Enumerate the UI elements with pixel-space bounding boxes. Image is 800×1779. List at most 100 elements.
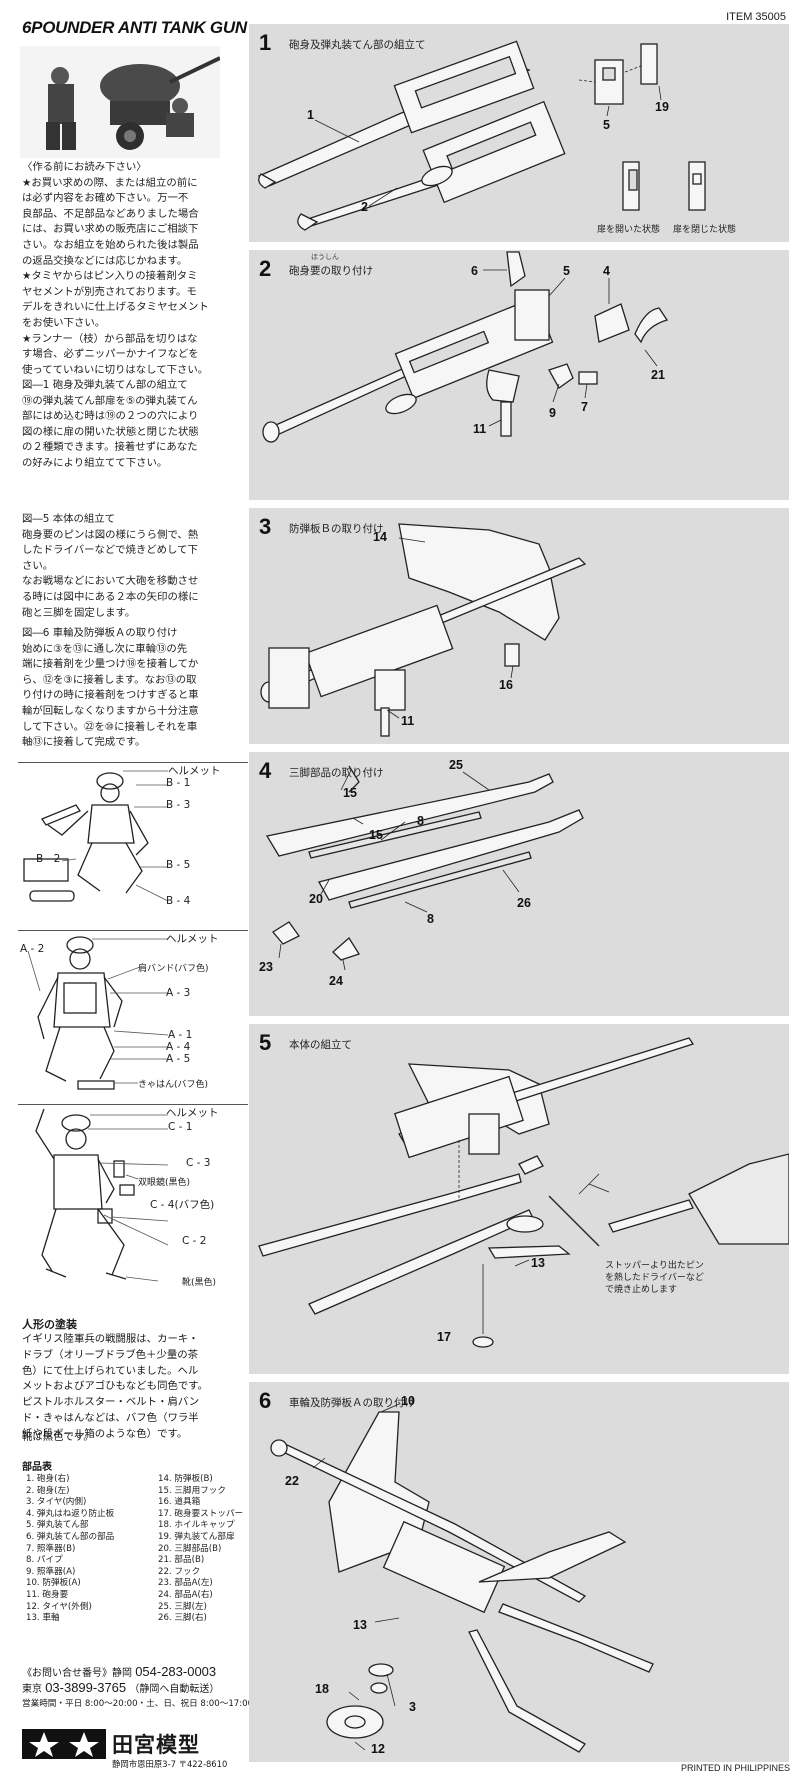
- part-label: 17: [437, 1330, 451, 1344]
- ruby-reading: ほうしん: [311, 253, 339, 261]
- part-label: 18: [315, 1682, 329, 1696]
- label-a4: A - 4: [166, 1041, 191, 1053]
- step-4-panel: 4 三脚部品の取り付け 25 15 8 15 20 26 8 23 24: [249, 752, 789, 1016]
- part-label: 25: [449, 758, 463, 772]
- list-item: 15. 三脚用フック: [158, 1485, 226, 1496]
- label-shoulder-band: 肩バンド(バフ色): [138, 964, 209, 974]
- part-label: 7: [581, 400, 588, 414]
- step-title: 防弾板Ｂの取り付け: [289, 523, 384, 535]
- part-label: 8: [417, 814, 424, 828]
- figure-b-diagram: ヘルメット B - 1 B - 3 B - 2 B - 5 B - 4: [18, 762, 248, 928]
- list-item: 22. フック: [158, 1566, 201, 1577]
- label-b2: B - 2: [36, 853, 61, 865]
- label-b3: B - 3: [166, 799, 191, 811]
- list-item: 21. 部品(B): [158, 1555, 205, 1566]
- list-item: 1. 砲身(右): [26, 1474, 70, 1484]
- part-label: 9: [549, 406, 556, 420]
- part-label: 13: [353, 1618, 367, 1632]
- label-a5: A - 5: [166, 1053, 191, 1065]
- step-5-panel: 5 本体の組立て 13 17 ストッパーより出たピン を熱したドライバーなど で…: [249, 1024, 789, 1374]
- list-item: 6. 弾丸装てん部の部品: [26, 1531, 115, 1542]
- figure-a-diagram: ヘルメット A - 2 肩バンド(バフ色) A - 3 A - 1 A - 4 …: [18, 930, 248, 1102]
- step-6-panel: 6 車輪及防弾板Ａの取り付け 10 22 13 18 3 12: [249, 1382, 789, 1762]
- step-2-panel: 2 砲身要の取り付け ほうしん 6 5 4 21 7 9 11: [249, 250, 789, 500]
- inquiry-label: 《お問い合せ番号》静岡: [22, 1668, 132, 1679]
- part-label: 3: [409, 1700, 416, 1714]
- list-item: 26. 三脚(右): [158, 1613, 207, 1624]
- tamiya-star-logo: [22, 1729, 106, 1759]
- list-item: 2. 砲身(左): [26, 1485, 70, 1496]
- step-title: 三脚部品の取り付け: [289, 767, 384, 779]
- label-a1: A - 1: [168, 1029, 193, 1041]
- label-helmet-c: ヘルメット: [166, 1107, 219, 1119]
- part-label: 1: [307, 108, 314, 122]
- part-label: 23: [259, 960, 273, 974]
- step-title: 砲身及弾丸装てん部の組立て: [289, 39, 426, 51]
- shizuoka-phone: 054-283-0003: [135, 1664, 217, 1679]
- list-item: 18. ホイルキャップ: [158, 1520, 235, 1531]
- part-label: 14: [373, 530, 387, 544]
- caption-door-closed: 扉を閉じた状態: [673, 225, 737, 235]
- printed-in: PRINTED IN PHILIPPINES: [680, 1763, 790, 1773]
- label-a3: A - 3: [166, 987, 191, 999]
- contact-info: 《お問い合せ番号》静岡 054-283-0003 東京 03-3899-3765…: [22, 1664, 254, 1709]
- brand-block: 田宮模型 静岡市恩田原3-7 〒422-8610: [22, 1729, 262, 1769]
- step-number: 4: [259, 758, 272, 783]
- list-item: 20. 三脚部品(B): [158, 1543, 222, 1554]
- label-b4: B - 4: [166, 895, 191, 907]
- part-label: 6: [471, 264, 478, 278]
- label-a2: A - 2: [20, 943, 45, 955]
- label-helmet-a: ヘルメット: [166, 933, 219, 945]
- left-column: 6POUNDER ANTI TANK GUN 〈作る前にお読み下さい〉 ★お買い…: [0, 0, 253, 1779]
- part-label: 24: [329, 974, 343, 988]
- caption-door-open: 扉を開いた状態: [597, 225, 661, 235]
- list-item: 25. 三脚(左): [158, 1601, 207, 1612]
- stopper-caption-line2: を熱したドライバーなど: [605, 1273, 704, 1283]
- tokyo-label: 東京: [22, 1684, 42, 1695]
- step-title: 車輪及防弾板Ａの取り付け: [289, 1397, 415, 1409]
- part-label: 2: [361, 200, 368, 214]
- part-label: 11: [401, 714, 415, 728]
- label-helmet-b: ヘルメット: [168, 765, 221, 777]
- label-boots: 靴(黒色): [182, 1278, 217, 1288]
- part-label: 26: [517, 896, 531, 910]
- list-item: 16. 道具箱: [158, 1497, 201, 1508]
- item-number: ITEM 35005: [726, 11, 786, 23]
- list-item: 3. タイヤ(内側): [26, 1497, 87, 1508]
- business-hours: 営業時間・平日 8:00〜20:00・土、日、祝日 8:00〜17:00: [22, 1699, 254, 1709]
- part-label: 12: [371, 1742, 385, 1756]
- list-item: 8. パイプ: [26, 1555, 63, 1566]
- painting-shoes: 靴は黒色です。: [22, 1431, 94, 1443]
- fig1-notes: 図―1 砲身及弾丸装てん部の組立て ⑲の弾丸装てん部扉を⑤の弾丸装てん 部にはめ…: [22, 379, 199, 469]
- list-item: 9. 照準器(A): [26, 1566, 76, 1577]
- part-label: 21: [651, 368, 665, 382]
- list-item: 12. タイヤ(外側): [26, 1601, 92, 1612]
- list-item: 17. 砲身要ストッパー: [158, 1508, 244, 1519]
- soldiers-photo: [20, 46, 221, 158]
- intro-notes: 〈作る前にお読み下さい〉 ★お買い求めの際、または組立の前に は必ず内容をお確め…: [22, 161, 209, 376]
- step-number: 6: [259, 1388, 272, 1413]
- brand-address: 静岡市恩田原3-7 〒422-8610: [112, 1759, 228, 1769]
- painting-title: 人形の塗装: [22, 1318, 77, 1331]
- step-number: 3: [259, 514, 272, 539]
- part-label: 19: [655, 100, 669, 114]
- parts-list-title: 部品表: [22, 1462, 52, 1473]
- tokyo-note: （静岡へ自動転送）: [129, 1684, 220, 1695]
- label-b1: B - 1: [166, 777, 191, 789]
- list-item: 5. 弾丸装てん部: [26, 1520, 89, 1531]
- list-item: 10. 防弾板(A): [26, 1578, 81, 1589]
- part-label: 16: [499, 678, 513, 692]
- step-number: 5: [259, 1030, 272, 1055]
- tokyo-phone: 03-3899-3765: [45, 1680, 127, 1695]
- step-number: 2: [259, 256, 272, 281]
- step-title: 本体の組立て: [289, 1039, 352, 1051]
- step-1-panel: 1 砲身及弾丸装てん部の組立て 1 2 5 19 扉を開いた状態 扉を閉じた状態: [249, 24, 789, 242]
- page-title: 6POUNDER ANTI TANK GUN: [22, 18, 247, 37]
- list-item: 24. 部品A(右): [158, 1589, 213, 1600]
- label-gaiters: きゃはん(バフ色): [138, 1080, 209, 1090]
- step-3-panel: 3 防弾板Ｂの取り付け 14 16 11: [249, 508, 789, 744]
- list-item: 14. 防弾板(B): [158, 1474, 213, 1484]
- part-label: 4: [603, 264, 610, 278]
- part-label: 5: [563, 264, 570, 278]
- list-item: 7. 照準器(B): [26, 1543, 76, 1554]
